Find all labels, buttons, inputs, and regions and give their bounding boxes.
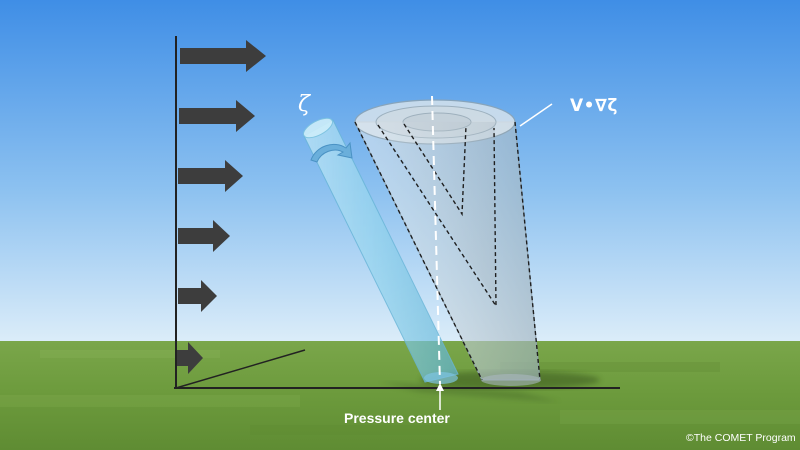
vorticity-advection-cone: [354, 99, 541, 386]
advection-leader-line: [519, 103, 553, 127]
depth-axis: [175, 349, 306, 389]
wind-arrow: [179, 100, 255, 132]
wind-arrow: [178, 220, 230, 252]
vorticity-advection-label: V•∇ζ: [570, 96, 618, 116]
ground: [0, 341, 800, 450]
pressure-center-arrow-icon: [436, 383, 444, 410]
wind-arrow: [177, 342, 203, 374]
axes: [174, 36, 620, 389]
wind-profile: [177, 40, 266, 374]
wind-arrow: [180, 40, 266, 72]
ground-texture: [0, 350, 800, 435]
vorticity-tube: [302, 117, 459, 384]
copyright-credit: ©The COMET Program: [686, 432, 796, 444]
rotation-arrow-icon: [310, 141, 353, 163]
vorticity-label: ζ: [298, 92, 310, 117]
pressure-center-line: [431, 95, 441, 385]
wind-arrow: [178, 160, 243, 192]
pressure-center-label: Pressure center: [344, 410, 450, 426]
wind-arrow: [178, 280, 217, 312]
